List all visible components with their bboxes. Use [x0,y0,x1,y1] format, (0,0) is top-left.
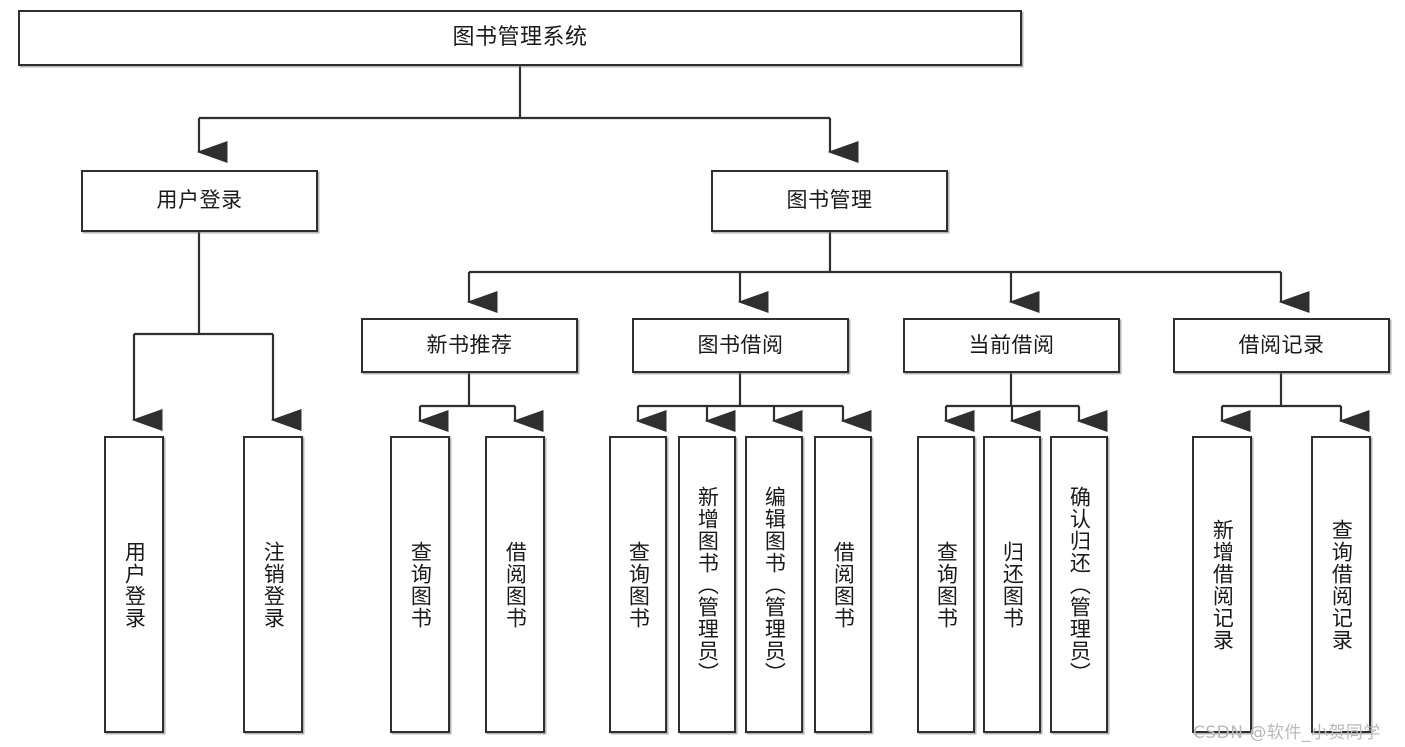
csdn-watermark: CSDN @软件_小贺同学 [1193,723,1381,743]
node-book-borrow[interactable]: 图书借阅 [632,318,849,373]
leaf-label: 查询图书 [626,540,651,629]
leaf-node[interactable]: 查询图书 [917,436,975,733]
leaf-label: 查询图书 [934,540,959,629]
leaf-node[interactable]: 新增借阅记录 [1192,436,1252,733]
connector-book-manage-to-level3 [466,232,1310,313]
leaf-label: 归还图书 [1000,540,1025,629]
node-current-borrow[interactable]: 当前借阅 [903,318,1120,373]
node-root-system[interactable]: 图书管理系统 [18,10,1022,66]
leaf-label: 注销登录 [261,540,286,629]
node-user-login[interactable]: 用户登录 [81,170,318,232]
connector-book-borrow-to-leaves [635,373,872,432]
connector-borrow-record-to-leaves [1219,373,1370,432]
leaf-label: 借阅图书 [503,540,528,629]
leaf-node[interactable]: 确认归还（管理员） [1050,436,1108,733]
connector-new-book-rec-to-leaves [417,373,544,432]
connector-root-to-level2 [196,66,859,163]
leaf-label: 用户登录 [122,540,147,629]
leaf-node[interactable]: 用户登录 [104,436,164,733]
leaf-node[interactable]: 借阅图书 [814,436,872,733]
connector-user-login-to-leaves [131,232,302,431]
leaf-node[interactable]: 编辑图书（管理员） [745,436,803,733]
connector-current-borrow-to-leaves [943,373,1108,432]
leaf-node[interactable]: 查询借阅记录 [1311,436,1371,733]
leaf-node[interactable]: 借阅图书 [485,436,545,733]
leaf-label: 确认归还（管理员） [1067,485,1092,684]
leaf-label: 新增借阅记录 [1210,518,1235,651]
leaf-node[interactable]: 注销登录 [243,436,303,733]
leaf-node[interactable]: 查询图书 [390,436,450,733]
leaf-node[interactable]: 新增图书（管理员） [678,436,736,733]
leaf-label: 借阅图书 [831,540,856,629]
leaf-label: 新增图书（管理员） [695,485,720,684]
leaf-label: 查询借阅记录 [1329,518,1354,651]
leaf-label: 查询图书 [408,540,433,629]
node-new-book-recommend[interactable]: 新书推荐 [361,318,578,373]
leaf-label: 编辑图书（管理员） [762,485,787,684]
leaf-node[interactable]: 查询图书 [609,436,667,733]
node-borrow-record[interactable]: 借阅记录 [1173,318,1390,373]
leaf-node[interactable]: 归还图书 [983,436,1041,733]
node-book-management[interactable]: 图书管理 [711,170,948,232]
